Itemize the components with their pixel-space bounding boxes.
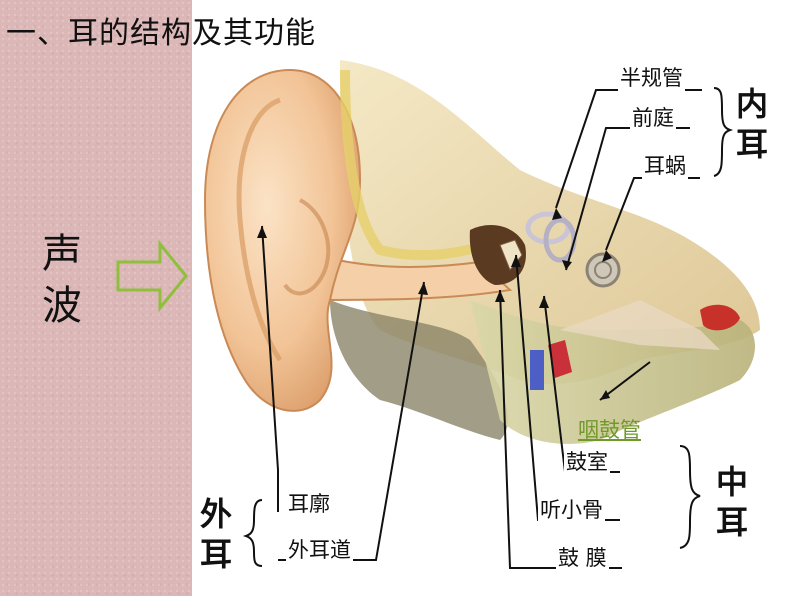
ear-canal-shape — [298, 248, 513, 302]
sound-direction-arrow — [116, 239, 188, 313]
temporal-bone — [340, 60, 760, 384]
eustachian-tube-shape — [560, 300, 720, 350]
auricle-shape — [203, 68, 362, 412]
label-semicircular-canals: 半规管 — [618, 62, 685, 92]
label-middle-ear: 中耳 — [715, 463, 748, 541]
soft-tissue — [330, 300, 509, 440]
braces — [242, 87, 734, 567]
label-outer-ear: 外耳 — [199, 495, 232, 573]
label-inner-ear: 内耳 — [735, 85, 768, 163]
label-vestibule: 前庭 — [630, 102, 676, 132]
skull-band — [340, 69, 502, 261]
ossicles-shape — [499, 239, 523, 271]
cochlea-shape — [585, 252, 621, 288]
arrowheads — [257, 208, 612, 400]
label-eustachian-tube: 咽鼓管 — [578, 418, 641, 442]
auricle-concha — [283, 198, 331, 296]
label-auricle: 耳廓 — [286, 488, 332, 518]
middle-ear-cavity — [469, 225, 526, 285]
page-title: 一、耳的结构及其功能 — [6, 16, 316, 51]
label-ossicles: 听小骨 — [538, 494, 605, 524]
red-tissue — [700, 304, 740, 331]
sound-wave-label: 声波 — [42, 231, 82, 329]
label-eardrum: 鼓 膜 — [556, 542, 609, 572]
label-ear-canal: 外耳道 — [286, 534, 353, 564]
label-tympanic-cavity: 鼓室 — [564, 446, 610, 476]
auricle-helix — [236, 97, 283, 362]
label-cochlea: 耳蜗 — [642, 150, 688, 180]
red-vessel — [548, 340, 572, 378]
blue-vessel — [530, 350, 544, 390]
